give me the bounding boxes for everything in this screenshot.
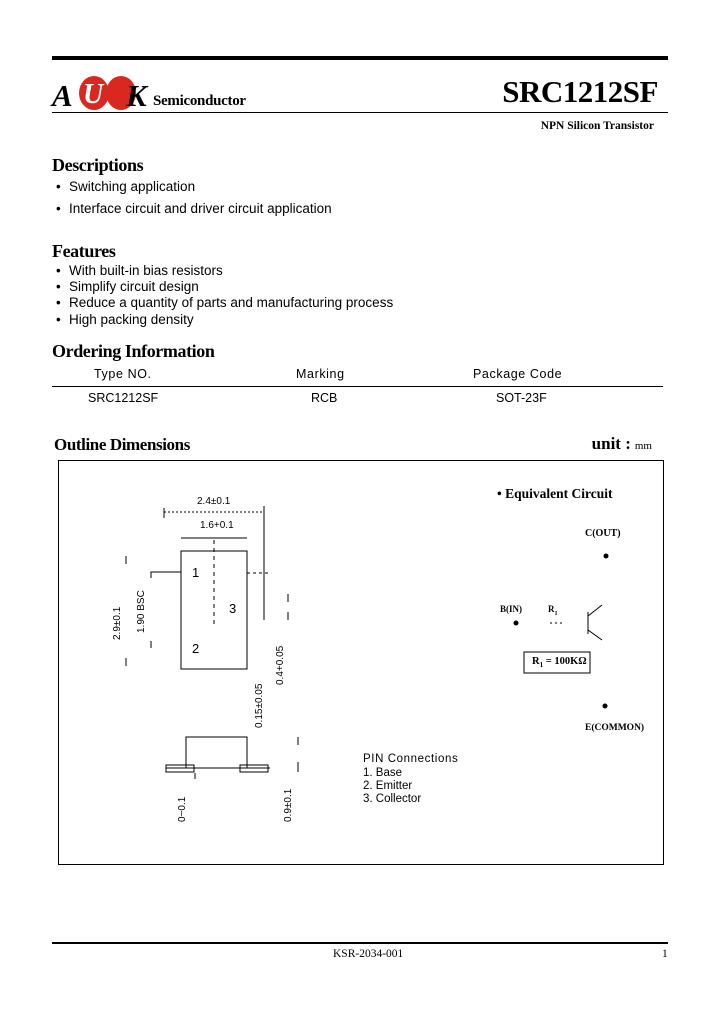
equivalent-circuit-label: Equivalent Circuit <box>505 486 613 501</box>
subtitle: NPN Silicon Transistor <box>540 120 654 132</box>
feature-item-2: • Simplify circuit design <box>56 279 199 294</box>
dim-standoff: 0~0.1 <box>177 796 188 822</box>
unit-value: mm <box>634 440 652 452</box>
ordering-title: Ordering Information <box>52 341 215 361</box>
unit-label-group: unit : mm <box>592 434 652 454</box>
description-item-2: • Interface circuit and driver circuit ap… <box>56 201 332 216</box>
header-top-rule <box>52 56 668 60</box>
base-terminal-icon <box>513 620 519 626</box>
lead-right <box>239 764 269 773</box>
ordering-header-marking: Marking <box>296 367 345 381</box>
package-top-view-body <box>180 550 248 670</box>
outline-dimensions-box <box>58 460 664 865</box>
outline-title: Outline Dimensions <box>54 435 190 454</box>
resistor-value-box <box>523 651 591 674</box>
footer-doc-code: KSR-2034-001 <box>333 948 404 960</box>
ordering-cell-package: SOT-23F <box>496 391 547 405</box>
logo-semiconductor: Semiconductor <box>153 93 246 109</box>
bullet-icon: • <box>56 179 61 194</box>
lead-left <box>165 764 195 773</box>
logo-letter-u: U <box>83 79 104 110</box>
logo-red-circle-2 <box>106 76 136 110</box>
dim-height-total: 2.9±0.1 <box>112 606 123 640</box>
ordering-cell-type: SRC1212SF <box>88 391 159 405</box>
pin-label-2: 2 <box>192 641 200 656</box>
logo-red-circle-1 <box>79 76 109 110</box>
bullet-icon: • <box>497 486 506 501</box>
logo-letter-a: A <box>52 78 73 113</box>
emitter-label: E(COMMON) <box>585 723 645 733</box>
feature-text: Simplify circuit design <box>69 279 199 294</box>
bullet-icon: • <box>56 295 61 310</box>
feature-text: Reduce a quantity of parts and manufactu… <box>69 295 394 310</box>
package-side-view-body <box>185 736 248 768</box>
dim-lead-thickness: 0.15±0.05 <box>254 683 265 728</box>
transistor-collector-leg <box>587 604 603 617</box>
resistor-symbol: R <box>548 604 555 614</box>
equivalent-circuit-title: • Equivalent Circuit <box>497 486 613 502</box>
collector-terminal-icon <box>603 553 609 559</box>
description-item-1: • Switching application <box>56 179 195 194</box>
dim-top-width: 2.4±0.1 <box>197 496 231 507</box>
pin1-lead <box>150 571 181 578</box>
dim-body-width: 1.6+0.1 <box>200 520 234 531</box>
dim-pin-pitch: 1.90 BSC <box>136 590 147 633</box>
pin-connection-item: 3. Collector <box>363 793 422 805</box>
feature-item-4: • High packing density <box>56 312 194 327</box>
feature-item-1: • With built-in bias resistors <box>56 263 223 278</box>
resistor-value-subscript: 1 <box>539 661 544 670</box>
feature-item-3: • Reduce a quantity of parts and manufact… <box>56 295 393 310</box>
emitter-terminal-icon <box>602 703 608 709</box>
bullet-icon: • <box>56 312 61 327</box>
pin-connection-item: 2. Emitter <box>363 780 413 792</box>
dim-body-height: 0.9±0.1 <box>283 788 294 822</box>
pin-connections-title: PIN Connections <box>363 753 459 765</box>
ordering-table-rule <box>52 386 663 387</box>
unit-label: unit : <box>591 434 631 453</box>
footer-rule <box>52 942 668 944</box>
resistor-value-symbol: R <box>532 656 540 667</box>
transistor-emitter-leg <box>587 629 603 641</box>
features-title: Features <box>52 241 116 261</box>
header-bottom-rule <box>52 112 668 113</box>
ordering-header-type: Type NO. <box>94 367 152 381</box>
feature-text: With built-in bias resistors <box>69 263 223 278</box>
pin-connection-item: 1. Base <box>363 767 402 779</box>
description-text: Interface circuit and driver circuit app… <box>69 201 332 216</box>
ordering-cell-marking: RCB <box>311 391 338 405</box>
description-text: Switching application <box>69 179 196 194</box>
bullet-icon: • <box>56 263 61 278</box>
descriptions-title: Descriptions <box>52 155 144 175</box>
company-logo: A U K Semiconductor <box>52 76 272 116</box>
pin-label-3: 3 <box>229 601 237 616</box>
ordering-header-package: Package Code <box>473 367 563 381</box>
dim-lead-width: 0.4+0.05 <box>275 645 286 685</box>
resistor-subscript: 1 <box>554 610 558 617</box>
bullet-icon: • <box>56 201 61 216</box>
footer-page-number: 1 <box>662 948 668 960</box>
feature-text: High packing density <box>69 312 194 327</box>
bullet-icon: • <box>56 279 61 294</box>
pin-label-1: 1 <box>192 565 200 580</box>
part-number-title: SRC1212SF <box>502 74 658 109</box>
logo-letter-k: K <box>126 78 147 113</box>
resistor-label: R1 <box>548 604 558 617</box>
collector-label: C(OUT) <box>585 528 621 539</box>
resistor-value-text: = 100KΩ <box>545 656 587 667</box>
base-label: B(IN) <box>500 604 522 614</box>
resistor-value: R1 = 100KΩ <box>532 656 587 669</box>
